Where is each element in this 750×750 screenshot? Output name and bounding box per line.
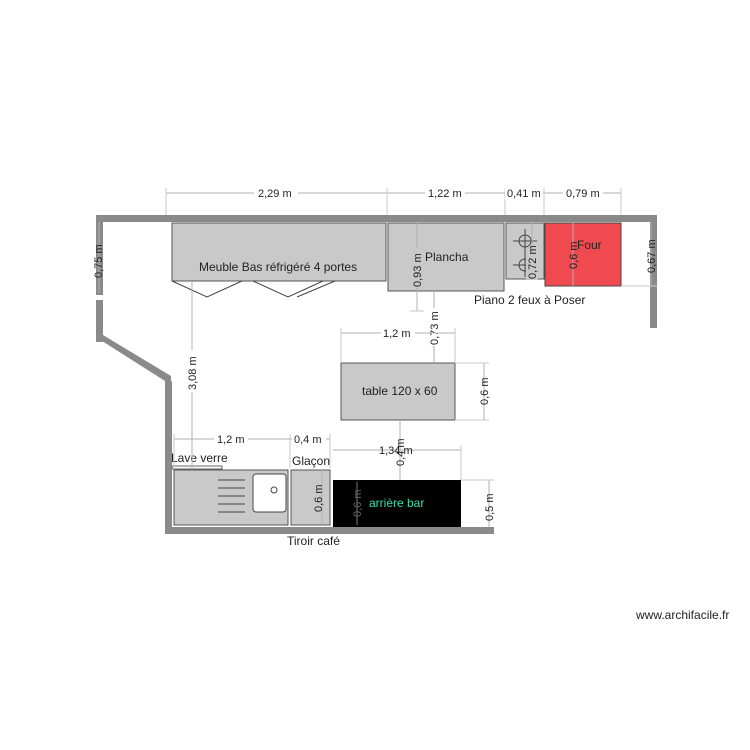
plancha[interactable] — [387, 222, 505, 292]
lave-verre-edge — [171, 465, 223, 470]
wall-left-mid — [96, 300, 103, 342]
dim-plancha-depth: 0,93 m — [412, 253, 424, 287]
dim-piano-depth: 0,72 m — [527, 245, 539, 279]
arriere-bar-label: arrière bar — [369, 496, 424, 510]
dim-gap-table: 0,73 m — [429, 311, 441, 345]
wall-left-lower — [165, 381, 172, 533]
tiroir-cafe-label: Tiroir café — [287, 534, 340, 548]
meuble-doors — [171, 280, 336, 298]
glacon[interactable] — [290, 469, 331, 526]
sink-drain-icon — [270, 486, 278, 494]
wall-diagonal — [99, 335, 171, 387]
wall-bottom — [165, 527, 494, 534]
sink-basin-icon — [252, 473, 287, 513]
sink-drain-lines — [218, 479, 245, 513]
dim-plancha: 1,22 m — [428, 188, 462, 200]
dim-four: 0,79 m — [566, 188, 600, 200]
meuble-bas-refrigere[interactable] — [171, 222, 387, 282]
dim-top — [165, 188, 622, 215]
dim-table-gap-bottom: 0,4 m — [395, 438, 407, 466]
table-label: table 120 x 60 — [362, 384, 438, 398]
dim-right-wall: 0,67 m — [646, 239, 658, 273]
dim-arriere-depth: 0,5 m — [484, 493, 496, 521]
dim-glacon-depth: 0,6 m — [313, 484, 325, 512]
glacon-label: Glaçon — [292, 454, 330, 468]
dim-lave-width: 1,2 m — [217, 434, 245, 446]
dim-four-depth: 0,6 m — [568, 241, 580, 269]
meuble-label: Meuble Bas réfrigéré 4 portes — [199, 260, 357, 274]
table-120x60[interactable] — [340, 362, 456, 421]
arriere-bar[interactable] — [333, 480, 461, 527]
dim-room-depth: 3,08 m — [187, 356, 199, 390]
four-label: Four — [577, 238, 602, 252]
dim-table-depth: 0,6 m — [479, 377, 491, 405]
dim-left-wall: 0,75 m — [93, 244, 105, 278]
four[interactable] — [544, 222, 622, 287]
wall-top — [96, 215, 657, 222]
dim-table-width: 1,2 m — [383, 328, 411, 340]
dim-arriere-width: 1,34 m — [379, 445, 413, 457]
watermark-text: www.archifacile.fr — [635, 608, 729, 622]
dim-glacon-width: 0,4 m — [294, 434, 322, 446]
dim-arriere-inner: 0,6 m — [352, 489, 364, 517]
lave-verre-label: Lave verre — [171, 451, 228, 465]
dim-meuble: 2,29 m — [258, 188, 292, 200]
plancha-label: Plancha — [425, 250, 469, 264]
dim-piano: 0,41 m — [507, 188, 541, 200]
wall-right — [650, 215, 657, 328]
piano-label: Piano 2 feux à Poser — [474, 293, 585, 307]
